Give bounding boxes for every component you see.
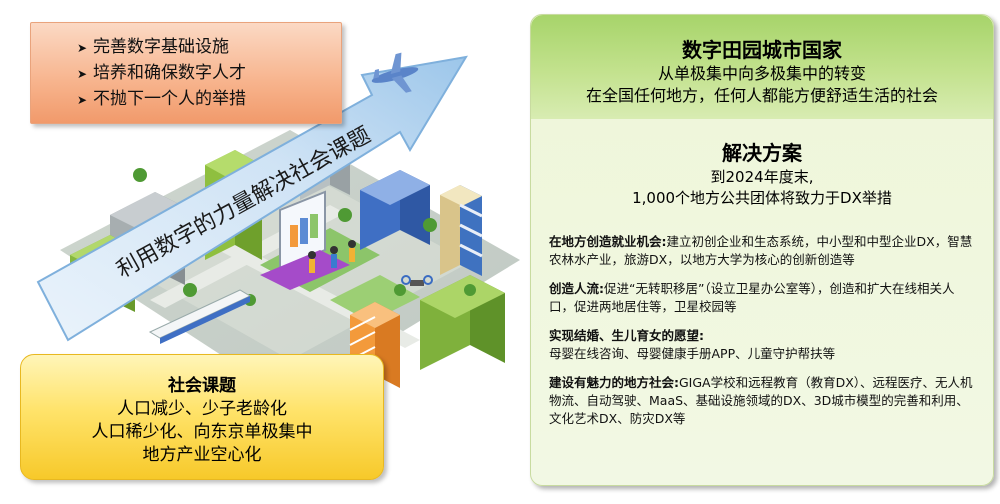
solution-item-text: 建立初创企业和生态系统，中小型和中型企业DX，智慧农林水产业，旅游DX，以地方大…	[549, 234, 973, 267]
social-issue-line: 人口减少、少子老龄化	[117, 399, 287, 419]
solution-item-label: 创造人流:	[549, 281, 604, 296]
vision-line: 在全国任何地方，任何人都能方便舒适生活的社会	[585, 86, 938, 105]
vision-header: 数字田园城市国家 从单极集中向多极集中的转变 在全国任何地方，任何人都能方便舒适…	[531, 15, 993, 119]
solution-item-text: 母婴在线咨询、母婴健康手册APP、儿童守护帮扶等	[549, 346, 836, 361]
vision-title: 数字田园城市国家	[682, 38, 842, 62]
solution-item-label: 实现结婚、生儿育女的愿望:	[549, 328, 704, 343]
digital-measures-box: ➤ 完善数字基础设施 ➤ 培养和确保数字人才 ➤ 不抛下一个人的举措	[30, 22, 342, 124]
people-figures	[308, 240, 356, 273]
smart-city-graphic: 利用数字的力量解决社会课题	[36, 52, 520, 407]
solution-items: 在地方创造就业机会:建立初创企业和生态系统，中小型和中型企业DX，智慧农林水产业…	[549, 233, 979, 439]
solution-panel: 数字田园城市国家 从单极集中向多极集中的转变 在全国任何地方，任何人都能方便舒适…	[530, 14, 994, 486]
solution-item: 在地方创造就业机会:建立初创企业和生态系统，中小型和中型企业DX，智慧农林水产业…	[549, 233, 979, 269]
building-blue	[360, 170, 430, 250]
presentation-screen	[260, 190, 350, 290]
solution-title: 解决方案	[722, 141, 802, 165]
solution-line: 到2024年度末,	[710, 168, 814, 186]
solution-item: 创造人流:促进“无转职移居”（设立卫星办公室等），创造和扩大在线相关人口，促进两…	[549, 280, 979, 316]
measure-text: 完善数字基础设施	[93, 37, 229, 57]
arrow-right-icon: ➤	[77, 93, 88, 107]
measure-text: 培养和确保数字人才	[93, 63, 246, 83]
solution-item-text: GIGA学校和远程教育（教育DX）、远程医疗、无人机物流、自动驾驶、MaaS、基…	[549, 375, 973, 426]
progress-arrow	[36, 55, 468, 342]
train-icon	[148, 289, 252, 344]
building-striped-tower	[440, 185, 483, 276]
solution-item-label: 在地方创造就业机会:	[549, 234, 667, 249]
social-issue-line: 地方产业空心化	[142, 445, 262, 465]
vision-line: 从单极集中向多极集中的转变	[657, 64, 866, 83]
arrow-right-icon: ➤	[77, 41, 88, 55]
measure-item: ➤ 培养和确保数字人才	[77, 61, 341, 87]
airplane-icon	[371, 52, 419, 93]
measure-item: ➤ 不抛下一个人的举措	[77, 87, 341, 113]
social-issues-box: 社会课题 人口减少、少子老龄化 人口稀少化、向东京单极集中 地方产业空心化	[20, 354, 384, 480]
city-illustration: 利用数字的力量解决社会课题	[36, 52, 520, 407]
social-issues-title: 社会课题	[168, 376, 236, 396]
solution-item-label: 建设有魅力的地方社会:	[549, 375, 679, 390]
building-green-right	[420, 275, 505, 370]
drone-icon	[401, 275, 433, 286]
solution-item: 建设有魅力的地方社会:GIGA学校和远程教育（教育DX）、远程医疗、无人机物流、…	[549, 374, 979, 428]
solution-item: 实现结婚、生儿育女的愿望: 母婴在线咨询、母婴健康手册APP、儿童守护帮扶等	[549, 327, 979, 363]
social-issue-line: 人口稀少化、向东京单极集中	[91, 422, 313, 442]
measure-item: ➤ 完善数字基础设施	[77, 35, 341, 61]
solution-summary: 到2024年度末, 1,000个地方公共团体将致力于DX举措	[531, 167, 993, 209]
arrow-right-icon: ➤	[77, 67, 88, 81]
solution-item-text: 促进“无转职移居”（设立卫星办公室等），创造和扩大在线相关人口，促进两地居住等，…	[549, 281, 955, 314]
solution-line: 1,000个地方公共团体将致力于DX举措	[632, 189, 892, 207]
measure-text: 不抛下一个人的举措	[93, 89, 246, 109]
